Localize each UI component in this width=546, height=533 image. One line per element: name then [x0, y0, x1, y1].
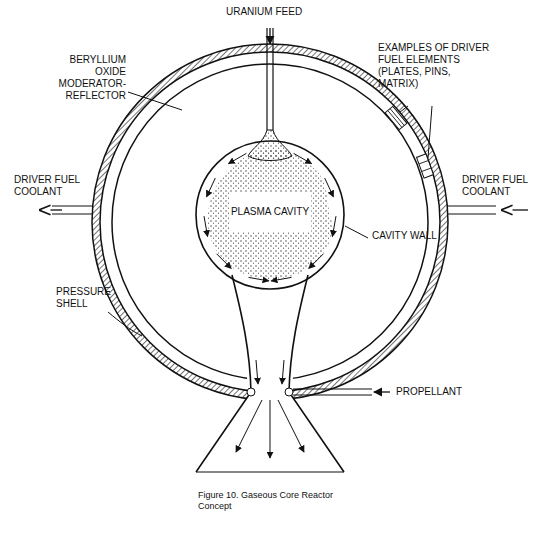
leader-line — [400, 106, 408, 112]
flow-arrow — [309, 254, 324, 269]
coolant-arrow — [502, 209, 528, 210]
exhaust-arrow — [236, 400, 262, 452]
flow-arrow — [204, 216, 208, 236]
part-label: EXAMPLES OF DRIVER FUEL ELEMENTS (PLATES… — [378, 42, 490, 90]
feed-pipe — [266, 28, 267, 130]
fuel-element — [417, 154, 434, 178]
flow-arrow — [325, 178, 334, 197]
coolant-pipe — [52, 213, 93, 214]
nozzle-exit — [196, 471, 344, 472]
propellant-manifold — [247, 388, 255, 396]
propellant-arrow — [374, 391, 390, 392]
part-label: PRESSURE SHELL — [56, 286, 122, 310]
plasma-cavity: PLASMA CAVITY — [228, 192, 312, 232]
flow-arrow — [271, 277, 291, 281]
propellant-pipe — [293, 389, 372, 390]
leader-line — [128, 92, 182, 110]
exhaust-arrow — [270, 400, 271, 458]
feed-arrow — [269, 28, 270, 44]
propellant-pipe — [293, 395, 372, 396]
flow-arrow — [228, 153, 246, 163]
leader-line — [108, 312, 142, 336]
nozzle-wall — [289, 275, 344, 472]
coolant-pipe — [447, 213, 496, 214]
plasma-blob — [208, 150, 333, 279]
part-label: URANIUM FEED — [226, 6, 336, 18]
part-label: BERYLLIUM OXIDE MODERATOR-REFLECTOR — [40, 54, 126, 102]
coolant-arrow — [40, 209, 62, 210]
part-label: PROPELLANT — [396, 386, 496, 398]
flow-arrow — [294, 153, 312, 163]
part-label: CAVITY WALL — [372, 230, 442, 242]
flow-arrows — [204, 153, 336, 281]
leader-line — [428, 106, 432, 158]
exhaust-arrow — [278, 400, 304, 452]
coolant-pipe — [52, 205, 93, 206]
cavity-wall — [196, 141, 344, 289]
propellant-manifold — [285, 388, 293, 396]
nozzle-wall — [196, 275, 251, 472]
figure-caption: Figure 10. Gaseous Core Reactor Concept — [198, 490, 348, 512]
exhaust-arrow — [256, 360, 258, 384]
feed-pipe — [272, 28, 273, 130]
fuel-region-boundary — [112, 64, 428, 380]
flow-arrow — [332, 216, 336, 236]
part-label: DRIVER FUEL COOLANT — [14, 174, 86, 198]
node-text: PLASMA CAVITY — [229, 192, 311, 232]
coolant-pipe — [447, 205, 496, 206]
leader-line — [345, 226, 368, 238]
flow-arrow — [207, 178, 216, 197]
flow-arrow — [217, 254, 232, 269]
part-label: DRIVER FUEL COOLANT — [462, 174, 538, 198]
flow-arrow — [249, 277, 269, 281]
exhaust-arrow — [282, 360, 284, 384]
pressure-shell — [92, 44, 448, 400]
feed-funnel — [248, 130, 292, 161]
